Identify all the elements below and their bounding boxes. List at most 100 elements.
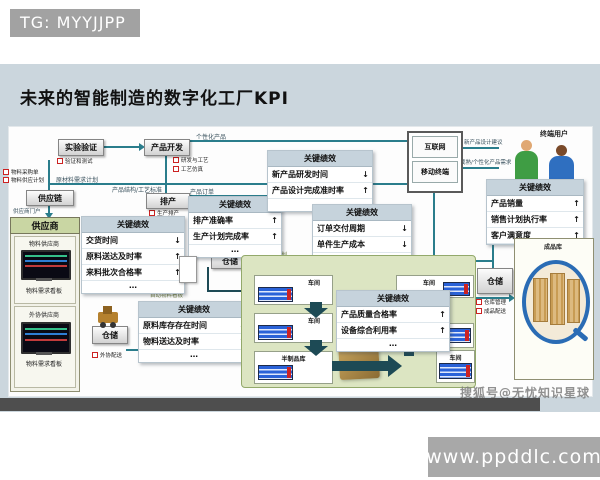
- flow-arrow-down-icon: [310, 302, 322, 308]
- semi-store-box: 半制品库: [254, 351, 333, 384]
- red-square-icon: [3, 177, 9, 183]
- kpi-label: 排产准确率: [193, 216, 233, 225]
- flow-arrow-down-icon: [304, 346, 328, 356]
- kpi-table-scheduling: 关键绩效 排产准确率↑ 生产计划完成率↑ …: [188, 196, 282, 258]
- line-to-finished-store: [474, 297, 511, 299]
- feature-verify: 验证和测试: [57, 157, 93, 165]
- feature-purchase-order: 物料采购单: [3, 168, 39, 176]
- kpi-row: 原料库存存在时间↓: [139, 318, 249, 334]
- slide-title: 未来的智能制造的数字化工厂KPI: [20, 89, 289, 109]
- feature-delivery: 成品配送: [476, 307, 506, 315]
- trend-icon: ↑: [573, 231, 580, 240]
- kpi-label: 客户满意度: [491, 231, 531, 240]
- kpi-row: 排产准确率↑: [189, 213, 281, 229]
- conveyor-machine-icon: [439, 363, 472, 379]
- kpi-row: 设备综合利用率 ↑: [337, 323, 449, 339]
- node-warehouse-right: 仓储: [477, 268, 513, 294]
- node-scheduling: 排产: [146, 193, 190, 209]
- pallet-rack-icon: [567, 279, 580, 323]
- kpi-row: 销售计划执行率↑: [487, 212, 583, 228]
- kpi-label: 设备综合利用率: [341, 326, 397, 335]
- pallet-rack-icon: [533, 278, 548, 322]
- trend-icon: ↑: [174, 268, 181, 277]
- forklift-wheel-icon: [100, 322, 106, 328]
- forklift-icon: [98, 312, 118, 323]
- pallet-rack-icon: [550, 273, 565, 325]
- kpi-row: 交货时间↓: [82, 233, 184, 249]
- tg-badge: TG: MYYJJPP: [10, 9, 140, 37]
- door-panel-icon: [179, 256, 197, 283]
- kpi-label: 销售计划执行率: [491, 215, 547, 224]
- arrowhead-icon: [509, 294, 515, 302]
- kpi-label: 产品质量合格率: [341, 310, 397, 319]
- slide-footer-bar: [0, 398, 540, 411]
- monitor-stand-icon: [36, 352, 52, 355]
- conveyor-machine-icon: [258, 287, 293, 302]
- kpi-row: 生产计划完成率↑: [189, 229, 281, 245]
- kpi-label: 来料批次合格率: [86, 268, 142, 277]
- kpi-row: 来料批次合格率 ↑: [82, 265, 184, 281]
- kpi-more: …: [129, 281, 137, 290]
- red-square-icon: [476, 299, 482, 305]
- user-avatar-icon: [515, 151, 538, 179]
- trend-icon: ↓: [174, 236, 181, 245]
- flow-arrow-down-icon: [310, 340, 322, 346]
- node-product-dev: 产品开发: [144, 139, 190, 156]
- label-product-structure: 产品结构/工艺标准: [112, 187, 163, 194]
- kpi-header: 关键绩效: [189, 197, 281, 213]
- line-dev-to-internet: [188, 140, 407, 142]
- kpi-table-sales: 关键绩效 产品销量↑ 销售计划执行率↑ 客户满意度↑: [486, 179, 584, 245]
- kpi-label: 原料库存存在时间: [143, 321, 207, 330]
- line-to-supplychain: [48, 160, 50, 191]
- line-supplychain-to-supplier: [48, 204, 50, 215]
- kpi-label: 物料送达及时率: [143, 337, 199, 346]
- line-dev-to-scheduling: [165, 154, 167, 194]
- kpi-header: 关键绩效: [313, 205, 411, 221]
- label-material-supplier: 物料供应商: [28, 241, 59, 248]
- kpi-row: 产品设计完成准时率↑: [268, 183, 372, 199]
- workshop-label: 车间: [307, 280, 320, 287]
- node-supply-chain: 供应链: [26, 190, 74, 206]
- feature-prod-sched: 生产排产: [149, 209, 179, 217]
- trend-icon: ↓: [401, 240, 408, 249]
- trend-icon: ↑: [439, 310, 446, 319]
- kpi-label: 产品设计完成准时率: [272, 186, 344, 195]
- kpi-row: 物料送达及时率↑: [139, 334, 249, 350]
- label-end-users: 终端用户: [540, 130, 568, 138]
- kpi-table-production: 关键绩效 产品质量合格率↑ 设备综合利用率↑ …: [336, 290, 450, 352]
- kpi-header: 关键绩效: [487, 180, 583, 196]
- user-avatar-icon: [556, 145, 567, 156]
- feature-label: 仓库管理: [484, 300, 507, 306]
- feature-label: 成品配送: [484, 309, 507, 315]
- red-square-icon: [149, 210, 155, 216]
- label-kanban: 物料需求看板: [25, 288, 62, 295]
- red-square-icon: [173, 157, 179, 163]
- workshop-label: 车间: [423, 280, 436, 287]
- kpi-row: 原料送达及时率↑: [82, 249, 184, 265]
- kanban-monitor-icon: [21, 322, 71, 354]
- node-experiment: 实验验证: [58, 139, 104, 156]
- monitor-stand-icon: [36, 278, 52, 281]
- kpi-header: 关键绩效: [268, 151, 372, 167]
- supplier-header: 供应商: [10, 217, 80, 234]
- kpi-row: 新产品研发时间↓: [268, 167, 372, 183]
- feature-label: 验证和测试: [65, 159, 93, 165]
- trend-icon: ↓: [401, 224, 408, 233]
- conveyor-machine-icon: [258, 365, 293, 380]
- kpi-table-dev: 关键绩效 新产品研发时间↓ 产品设计完成准时率↑ …: [267, 150, 373, 212]
- red-square-icon: [476, 308, 482, 314]
- magnifier-warehouse-image: [522, 260, 590, 344]
- kpi-label: 产品销量: [491, 199, 523, 208]
- line-material-requirement: [49, 183, 407, 185]
- feature-label: 研发与工艺: [181, 158, 209, 164]
- label-material-plan: 原材料需求计划: [56, 177, 99, 184]
- kpi-more: …: [231, 245, 239, 254]
- node-mobile: 移动终端: [412, 161, 458, 183]
- arrowhead-icon: [45, 213, 53, 219]
- kpi-more: …: [190, 350, 198, 359]
- trend-icon: ↑: [439, 326, 446, 335]
- site-watermark: www.ppddlc.com: [426, 437, 600, 477]
- kpi-header: 关键绩效: [139, 302, 249, 318]
- red-square-icon: [3, 169, 9, 175]
- label-finished-store: 成品库: [543, 244, 562, 251]
